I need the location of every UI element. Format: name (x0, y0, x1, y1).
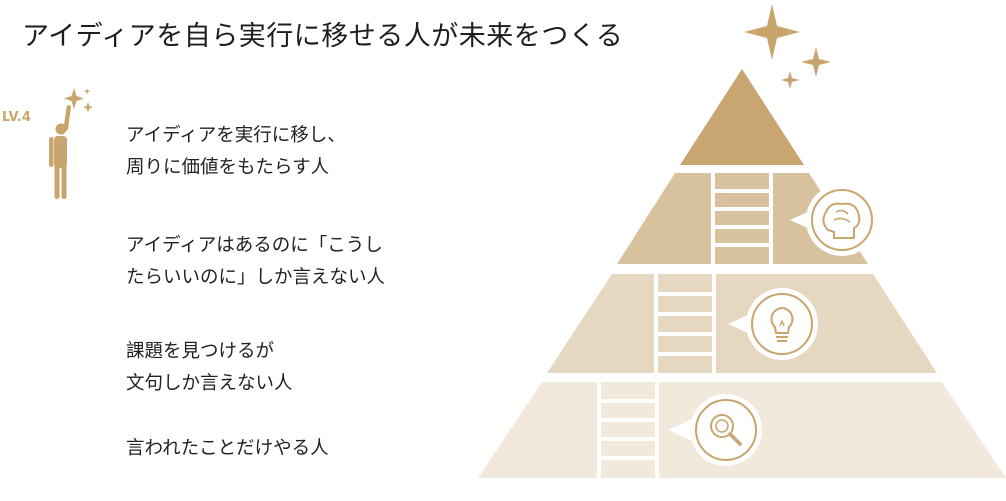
brain-icon (790, 184, 878, 256)
sparkle-icon (781, 71, 799, 89)
sparkle-icon (801, 47, 831, 77)
pyramid-diagram (478, 4, 1006, 478)
level-2-description: 課題を見つけるが 文句しか言えない人 (126, 341, 293, 394)
level-badge: LV.4 (2, 110, 31, 125)
person-raising-hand-icon (49, 88, 93, 199)
sparkle-icon (744, 4, 800, 60)
pyramid-tier-3 (617, 173, 868, 264)
level-4-description: アイディアを実行に移し、 周りに価値をもたらす人 (126, 125, 346, 178)
sparkle-icon (83, 102, 93, 113)
sparkle-icon (83, 88, 91, 95)
sparkle-icon (64, 88, 84, 109)
magnifier-icon (668, 394, 762, 466)
lightbulb-icon (728, 288, 818, 360)
level-3-description: アイディアはあるのに「こうし たらいいのに」しか言えない人 (126, 235, 386, 288)
pyramid-tier-4 (680, 69, 804, 165)
level-1-description: 言われたことだけやる人 (126, 438, 329, 459)
page-title: アイディアを自ら実行に移せる人が未来をつくる (22, 21, 624, 52)
